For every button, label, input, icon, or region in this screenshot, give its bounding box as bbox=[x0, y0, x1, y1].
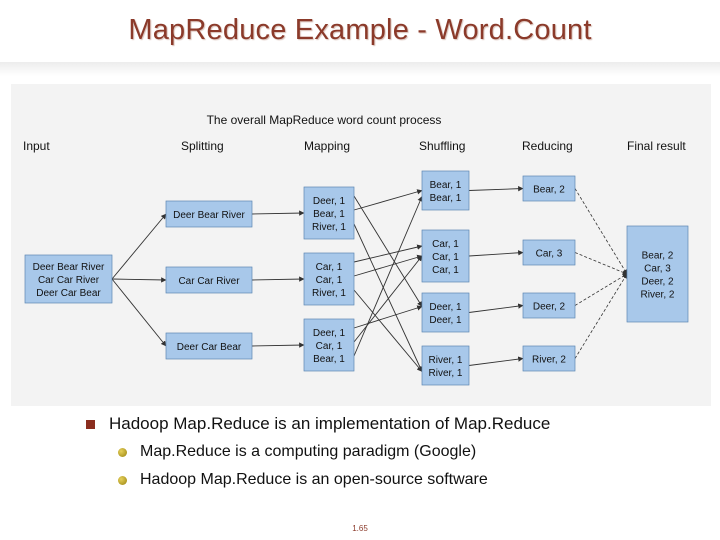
round-bullet-icon bbox=[118, 475, 127, 485]
stage-label-0: Input bbox=[23, 139, 50, 153]
final-arrow bbox=[574, 273, 628, 359]
shuffle-box-text: Car, 1 bbox=[432, 252, 459, 263]
shuffle-box-text: River, 1 bbox=[429, 368, 463, 379]
map-arrow bbox=[251, 342, 305, 348]
reduce-arrow bbox=[468, 356, 524, 366]
final-arrow bbox=[574, 252, 628, 275]
reduce-arrow bbox=[468, 185, 524, 192]
shuffle-arrow bbox=[353, 223, 423, 372]
final-result-box: Bear, 2 Car, 3 Deer, 2 River, 2 bbox=[626, 225, 689, 323]
reduce-box: River, 2 bbox=[522, 345, 576, 372]
final-result-box-text: River, 2 bbox=[641, 290, 675, 301]
final-arrow bbox=[574, 273, 628, 306]
shuffle-arrow bbox=[353, 254, 423, 277]
shuffle-arrow bbox=[353, 189, 423, 211]
mapping-box-text: Car, 1 bbox=[316, 262, 343, 273]
split-box-text: Deer Car Bear bbox=[177, 342, 242, 353]
shuffle-box-text: Bear, 1 bbox=[430, 193, 462, 204]
shuffle-box-text: River, 1 bbox=[429, 355, 463, 366]
bullet-sub-1: Map.Reduce is a computing paradigm (Goog… bbox=[118, 443, 476, 461]
reduce-arrow bbox=[468, 303, 524, 313]
mapping-box: Deer, 1 Car, 1 Bear, 1 bbox=[303, 318, 355, 372]
mapreduce-diagram: The overall MapReduce word count process… bbox=[23, 113, 689, 386]
mapping-box-text: River, 1 bbox=[312, 288, 346, 299]
final-result-box-text: Car, 3 bbox=[644, 264, 671, 275]
shuffle-arrow bbox=[353, 305, 423, 329]
round-bullet-icon bbox=[118, 447, 127, 457]
shuffle-box-text: Car, 1 bbox=[432, 265, 459, 276]
diagram-title: The overall MapReduce word count process bbox=[207, 113, 442, 127]
shuffle-box-text: Bear, 1 bbox=[430, 180, 462, 191]
bullet-sub-2-text: Hadoop Map.Reduce is an open-source soft… bbox=[140, 471, 488, 488]
final-arrow bbox=[574, 188, 628, 275]
page-number: 1.65 bbox=[352, 524, 368, 533]
shuffle-arrow bbox=[353, 289, 423, 372]
shuffle-box-text: Car, 1 bbox=[432, 239, 459, 250]
map-arrow bbox=[251, 210, 305, 216]
split-arrow bbox=[111, 277, 167, 283]
bullet-sub-1-text: Map.Reduce is a computing paradigm (Goog… bbox=[140, 443, 477, 460]
shuffle-box: River, 1 River, 1 bbox=[421, 345, 470, 386]
mapping-box: Deer, 1 Bear, 1 River, 1 bbox=[303, 186, 355, 240]
stage-label-2: Mapping bbox=[304, 139, 350, 153]
mapping-box-text: Bear, 1 bbox=[313, 354, 345, 365]
shuffle-arrow bbox=[353, 196, 423, 357]
final-result-box-text: Bear, 2 bbox=[642, 251, 674, 262]
title-band bbox=[0, 62, 720, 76]
mapping-box: Car, 1 Car, 1 River, 1 bbox=[303, 252, 355, 306]
mapping-box-text: Car, 1 bbox=[316, 341, 343, 352]
input-box-text: Deer Car Bear bbox=[36, 288, 101, 299]
split-arrow bbox=[111, 278, 167, 347]
shuffle-arrow bbox=[353, 255, 423, 343]
bullet-main: Hadoop Map.Reduce is an implementation o… bbox=[86, 414, 550, 434]
shuffle-box-text: Deer, 1 bbox=[429, 302, 462, 313]
slide-title: MapReduce Example - Word.Count bbox=[128, 14, 592, 46]
square-bullet-icon bbox=[86, 419, 95, 429]
split-box-text: Car Car River bbox=[178, 276, 240, 287]
reduce-box: Car, 3 bbox=[522, 239, 576, 266]
bullet-main-text: Hadoop Map.Reduce is an implementation o… bbox=[109, 414, 551, 433]
reduce-box: Bear, 2 bbox=[522, 175, 576, 202]
shuffle-box-text: Deer, 1 bbox=[429, 315, 462, 326]
bullet-sub-2: Hadoop Map.Reduce is an open-source soft… bbox=[118, 471, 488, 489]
split-box-text: Deer Bear River bbox=[173, 210, 245, 221]
reduce-box-text: Deer, 2 bbox=[533, 302, 566, 313]
diagram-panel: The overall MapReduce word count process… bbox=[11, 84, 711, 406]
split-arrow bbox=[111, 213, 167, 280]
split-box: Deer Bear River bbox=[165, 200, 253, 228]
reduce-box-text: Car, 3 bbox=[536, 249, 563, 260]
split-box: Car Car River bbox=[165, 266, 253, 294]
shuffle-arrow bbox=[353, 244, 423, 263]
reduce-box: Deer, 2 bbox=[522, 292, 576, 319]
split-box: Deer Car Bear bbox=[165, 332, 253, 360]
reduce-box-text: Bear, 2 bbox=[533, 185, 565, 196]
stage-label-3: Shuffling bbox=[419, 139, 465, 153]
stage-label-4: Reducing bbox=[522, 139, 573, 153]
stage-label-1: Splitting bbox=[181, 139, 224, 153]
mapping-box-text: Car, 1 bbox=[316, 275, 343, 286]
mapping-box-text: River, 1 bbox=[312, 222, 346, 233]
mapping-box-text: Bear, 1 bbox=[313, 209, 345, 220]
shuffle-box: Car, 1 Car, 1 Car, 1 bbox=[421, 229, 470, 283]
input-box-text: Car Car River bbox=[38, 275, 100, 286]
mapping-box-text: Deer, 1 bbox=[313, 196, 346, 207]
shuffle-box: Bear, 1 Bear, 1 bbox=[421, 170, 470, 211]
shuffle-arrow bbox=[353, 195, 423, 307]
reduce-arrow bbox=[468, 250, 524, 257]
reduce-box-text: River, 2 bbox=[532, 355, 566, 366]
mapping-box-text: Deer, 1 bbox=[313, 328, 346, 339]
stage-label-5: Final result bbox=[627, 139, 686, 153]
map-arrow bbox=[251, 276, 305, 282]
input-box-text: Deer Bear River bbox=[33, 262, 105, 273]
final-result-box-text: Deer, 2 bbox=[641, 277, 674, 288]
shuffle-box: Deer, 1 Deer, 1 bbox=[421, 292, 470, 333]
